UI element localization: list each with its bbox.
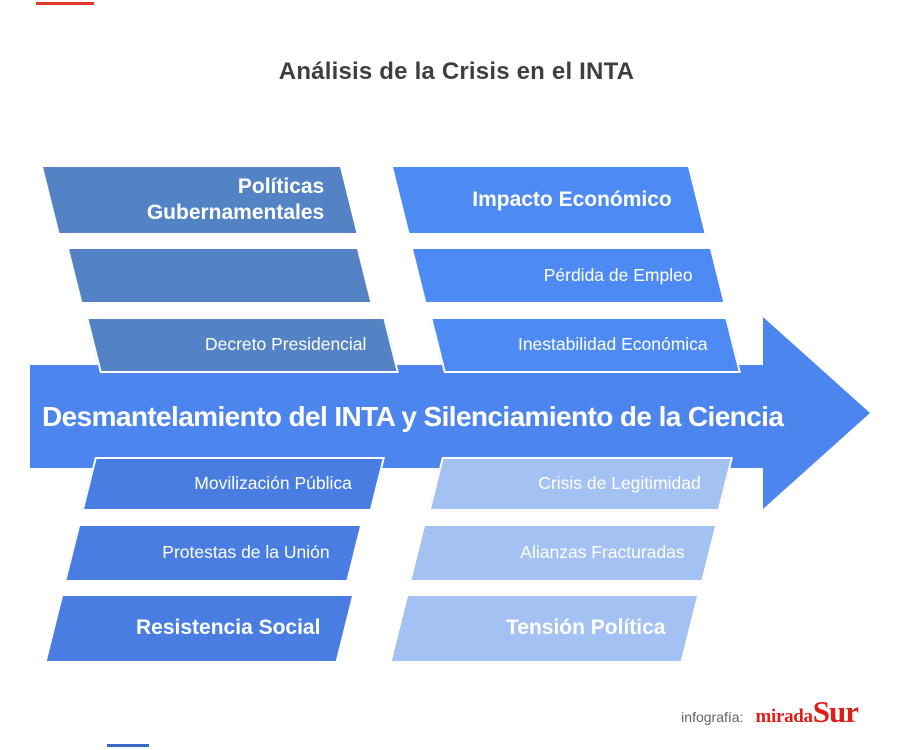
brand-logo-sur: Sur [812, 694, 859, 729]
bar-label: Políticas Gubernamentales [146, 174, 325, 224]
bar-label: Resistencia Social [135, 616, 320, 640]
bar-label: Pérdida de Empleo [543, 264, 693, 285]
bar-alianzas-fracturadas: Alianzas Fracturadas [411, 526, 715, 580]
bar-label: Movilización Pública [194, 473, 353, 494]
bar-label: Crisis de Legitimidad [537, 473, 701, 494]
bar-tension-politica-header: Tensión Política [391, 596, 697, 661]
bar-politicas-empty [69, 249, 371, 302]
bar-label: Alianzas Fracturadas [519, 542, 685, 563]
bar-crisis-de-legitimidad: Crisis de Legitimidad [428, 457, 733, 511]
bar-label: Protestas de la Unión [161, 542, 330, 563]
bar-label: Decreto Presidencial [204, 334, 366, 355]
page-title: Análisis de la Crisis en el INTA [278, 58, 635, 85]
bar-perdida-de-empleo: Pérdida de Empleo [413, 249, 724, 302]
bar-decreto-presidencial: Decreto Presidencial [86, 317, 399, 373]
bar-politicas-gubernamentales-header: Políticas Gubernamentales [43, 167, 357, 233]
footer-credit: infografía: miradaSur [681, 694, 859, 730]
brand-logo-mirada: mirada [755, 706, 813, 727]
bar-label: Impacto Económico [472, 187, 673, 211]
bar-inestabilidad-economica: Inestabilidad Económica [430, 317, 741, 373]
bar-movilizacion-publica: Movilización Pública [81, 457, 385, 511]
credit-label: infografía: [681, 709, 744, 725]
bar-impacto-economico-header: Impacto Económico [393, 167, 705, 233]
bar-resistencia-social-header: Resistencia Social [46, 596, 353, 661]
bottom-accent-dash [107, 744, 149, 747]
main-arrow-label: Desmantelamiento del INTA y Silenciamien… [42, 400, 784, 432]
top-accent-dash [36, 2, 94, 5]
bar-protestas-de-la-union: Protestas de la Unión [66, 526, 360, 580]
bar-label: Inestabilidad Económica [518, 334, 708, 355]
brand-logo: miradaSur [755, 694, 859, 730]
bar-label: Tensión Política [505, 616, 665, 640]
